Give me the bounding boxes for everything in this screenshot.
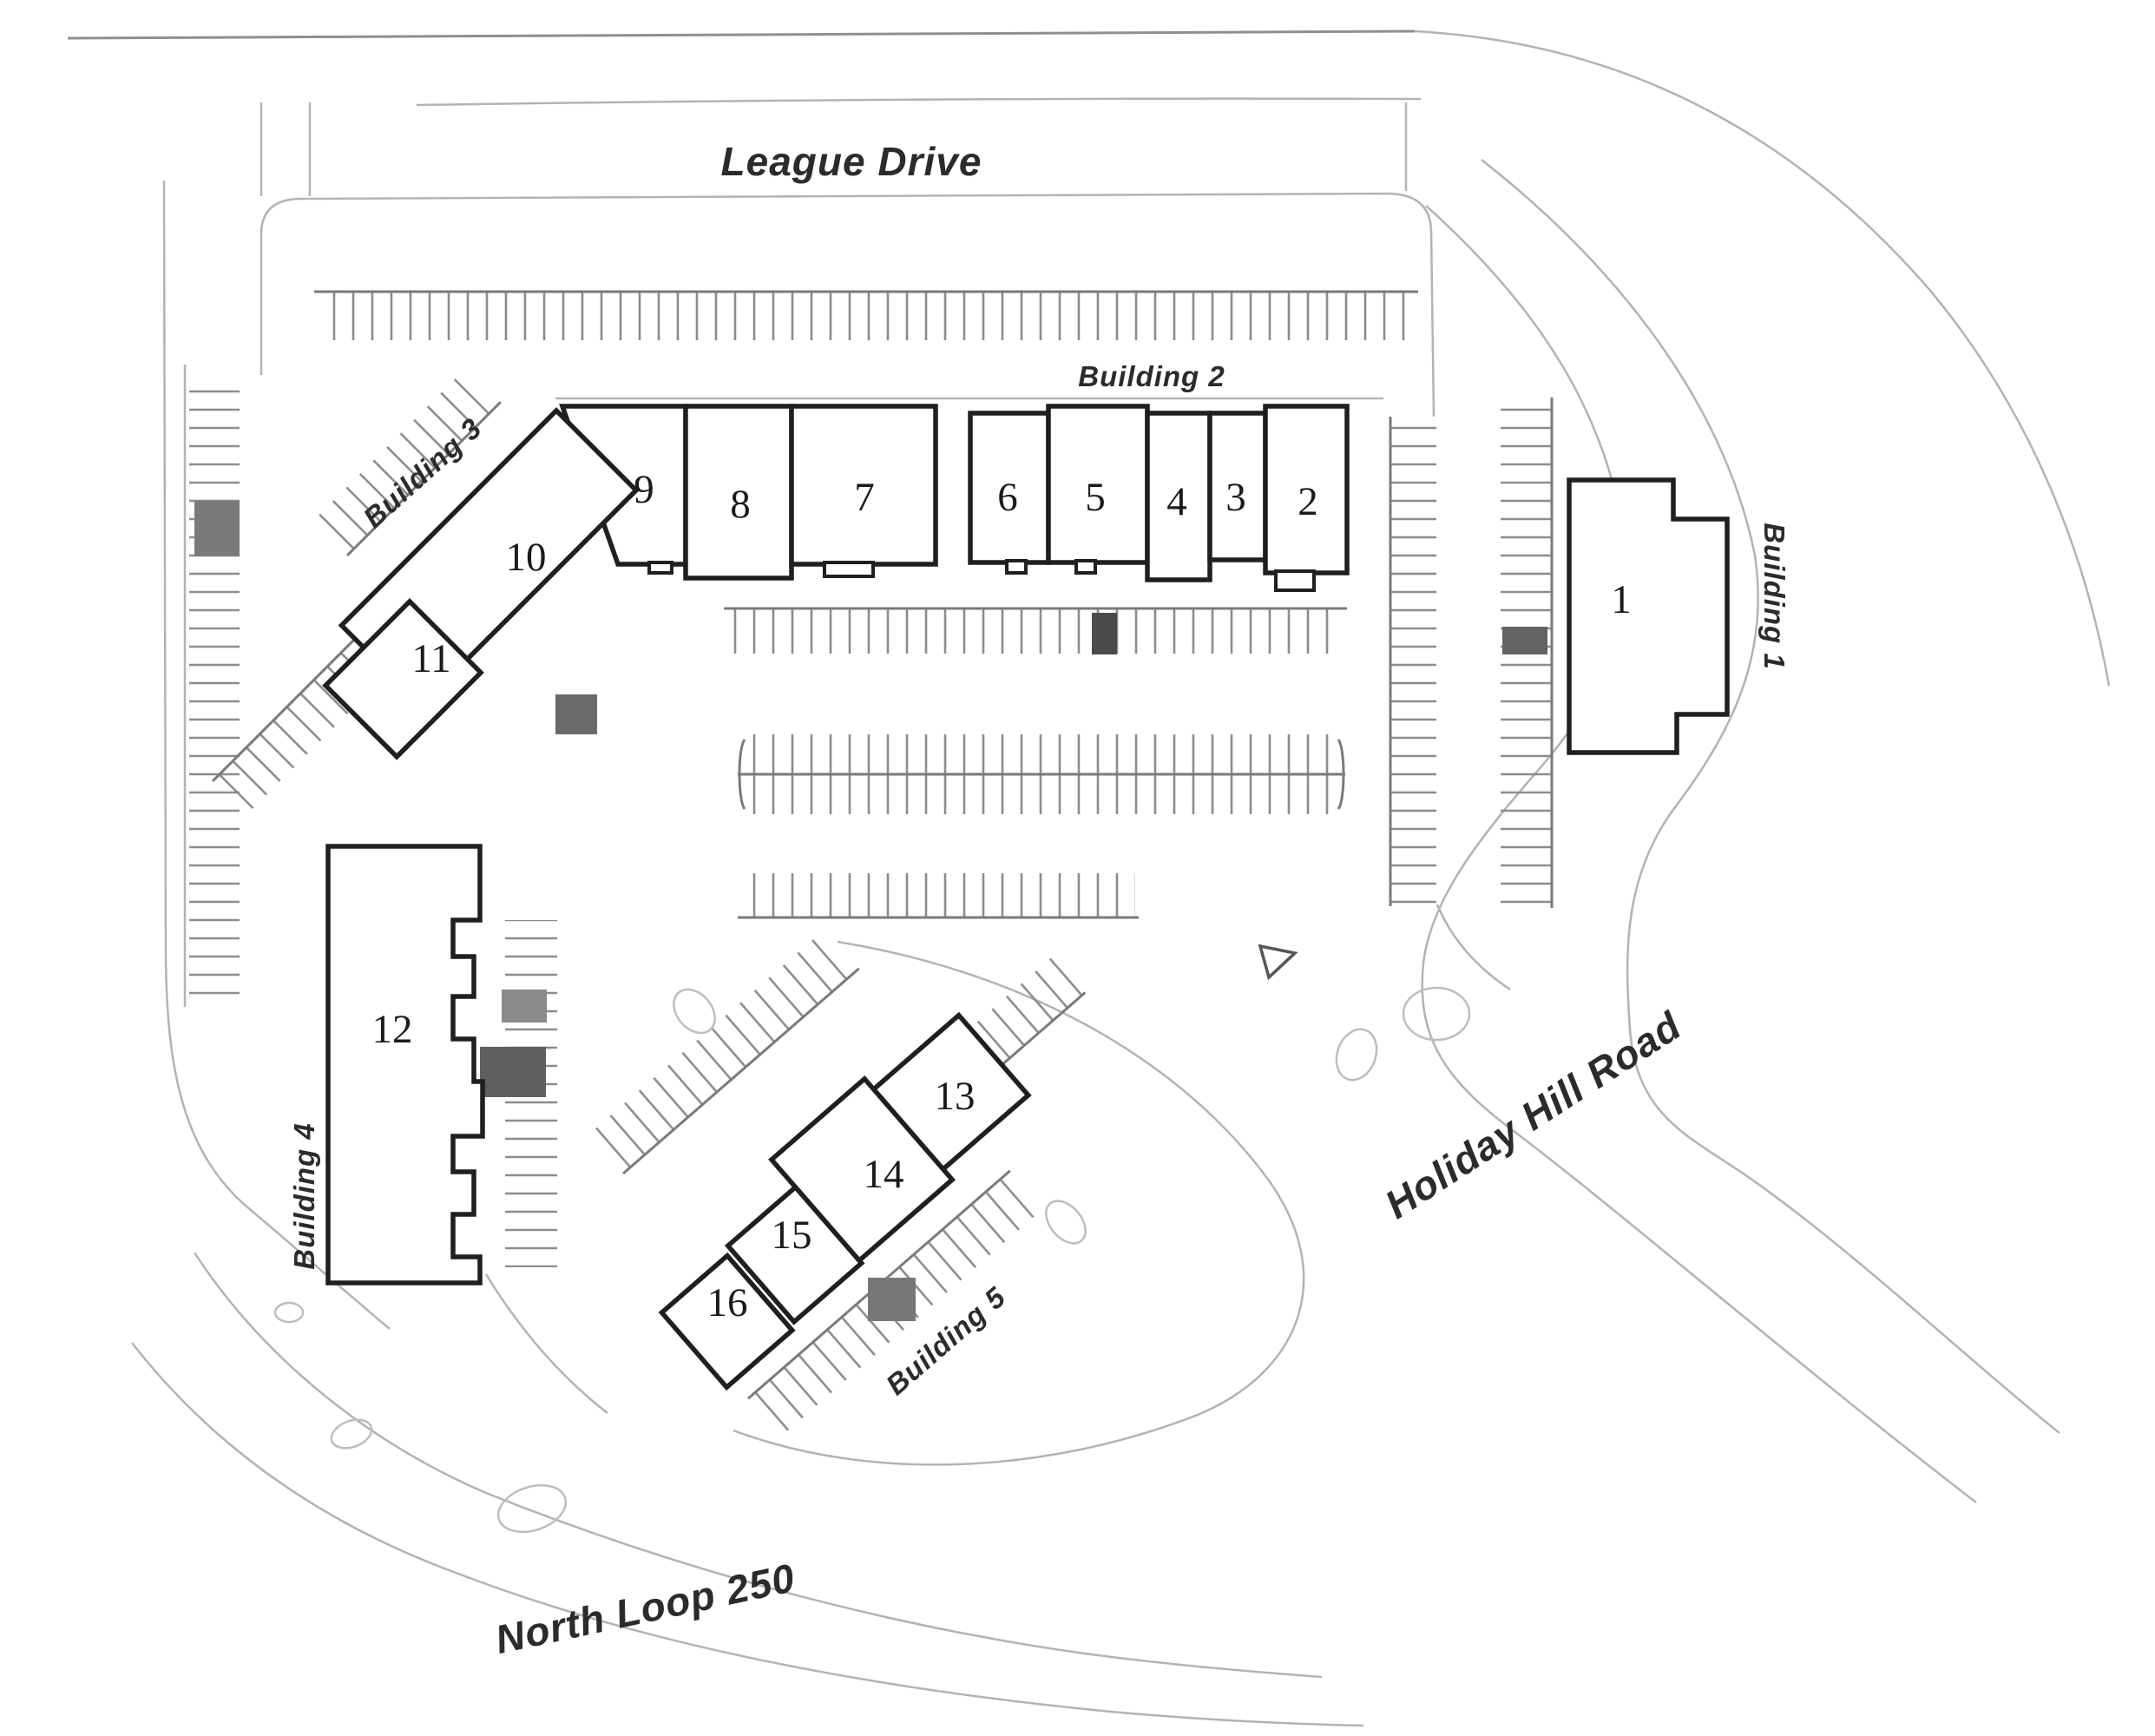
unit-9-label: 9 <box>634 467 654 512</box>
unit-16-label: 16 <box>707 1280 748 1325</box>
building-3-unit-11-outline <box>322 598 484 760</box>
shaded-pads <box>194 501 1547 1321</box>
dumpster-pad-building3 <box>555 694 597 734</box>
southeast-landscape-curve <box>733 940 1305 1466</box>
unit-1-label: 1 <box>1611 577 1632 622</box>
unit-8-label: 8 <box>730 482 751 527</box>
street-holiday-hill-road-label: Holiday Hill Road <box>1376 1003 1689 1227</box>
building-2-unit-2-outline <box>1263 404 1350 575</box>
pad-east-of-building4-large <box>480 1047 546 1097</box>
buildings <box>322 404 1730 1391</box>
unit-11-label: 11 <box>411 636 450 681</box>
parking-angled-nw-of-building3 <box>312 367 502 557</box>
southwest-drive-curve <box>484 1273 608 1414</box>
holiday-hill-inner-edge <box>1421 205 1977 1503</box>
unit-2-label: 2 <box>1298 479 1318 524</box>
building-5-unit-16-outline <box>658 1252 796 1391</box>
parking-row-central-east-cap <box>1337 739 1345 810</box>
island-east-drive <box>1335 1028 1378 1082</box>
dumpster-pad-west-column <box>194 501 240 556</box>
parking-row-north <box>325 292 1410 340</box>
street-league-drive-label: League Drive <box>721 139 982 184</box>
unit-3-label: 3 <box>1225 475 1246 520</box>
building-3-group <box>322 407 640 760</box>
dumpster-pad-east-column <box>1502 627 1547 654</box>
parking-row-central-upper <box>743 734 1340 774</box>
building-4-outline <box>325 844 485 1286</box>
building-2-west-notch-1 <box>647 561 673 575</box>
parking-angled-nw-of-building3-baseline <box>345 401 502 557</box>
parking-row-lower-central <box>743 873 1135 917</box>
unit-5-label: 5 <box>1085 475 1106 520</box>
west-property-edge <box>162 180 391 1330</box>
building-2-unit-2-tab <box>1274 569 1316 592</box>
building-4-label: Building 4 <box>288 1122 320 1270</box>
pond-island-2 <box>330 1418 373 1450</box>
building-2-east-notch-2 <box>1074 559 1097 575</box>
unit-4-label: 4 <box>1166 479 1187 524</box>
parking-angled-nw-of-building5-baseline <box>622 967 860 1175</box>
unit-13-label: 13 <box>935 1074 976 1119</box>
parking-angled-nw-of-building5-ticks <box>588 929 859 1174</box>
parking-row-central-west-cap <box>738 739 746 810</box>
building-5-unit-15-outline <box>724 1183 865 1325</box>
unit-12-label: 12 <box>372 1007 413 1052</box>
unit-15-label: 15 <box>772 1213 812 1258</box>
pond-island-3 <box>273 1301 305 1324</box>
league-drive-south-edge <box>416 97 1422 107</box>
building-2-east-notch-1 <box>1005 559 1028 575</box>
parking-angled-sw-of-building3-baseline <box>211 639 355 783</box>
league-drive-north-edge <box>67 30 1416 40</box>
unit-labels: 1 2 3 4 5 6 7 8 9 10 11 12 13 14 15 16 <box>372 467 1632 1325</box>
island-se-of-building5 <box>1045 1200 1087 1245</box>
east-drive-connector <box>1436 904 1511 991</box>
parking-angled-nw-of-building3-ticks <box>312 367 501 556</box>
parking-angled-nw-of-building5 <box>588 929 860 1175</box>
unit-6-label: 6 <box>997 475 1018 520</box>
north-loop-lower-edge <box>131 1342 1364 1727</box>
north-loop-upper-edge <box>193 1252 1323 1679</box>
parking-column-east-a <box>1391 424 1436 904</box>
pad-east-of-building4-small <box>502 990 547 1023</box>
dumpster-pad-building5 <box>868 1278 916 1321</box>
island-nw-of-building5 <box>673 988 716 1035</box>
building-2-unit-3-outline <box>1207 411 1268 562</box>
holiday-hill-outer-edge <box>1481 159 2060 1434</box>
road-lines <box>67 30 2111 1727</box>
building-1-label: Building 1 <box>1758 523 1790 670</box>
parking-row-central-lower <box>743 774 1340 814</box>
building-1-outline <box>1567 477 1730 755</box>
pond-island-1 <box>496 1483 568 1534</box>
building-2-unit-4-outline <box>1145 411 1212 582</box>
parking-column-west <box>189 376 240 999</box>
building-2-label: Building 2 <box>1078 360 1225 392</box>
parking-row-south-of-building2 <box>729 609 1342 654</box>
north-lot-curb <box>260 192 1436 418</box>
unit-14-label: 14 <box>864 1152 904 1197</box>
culdesac-island <box>1402 986 1471 1042</box>
building-2-west-notch-2 <box>823 561 875 578</box>
top-right-outer-curve <box>1414 30 2111 687</box>
building-2-unit-5-outline <box>1046 404 1150 565</box>
unit-7-label: 7 <box>854 475 875 520</box>
street-north-loop-250-label: North Loop 250 <box>491 1555 798 1662</box>
landscape-islands <box>273 944 1471 1534</box>
triangle-island <box>1258 944 1298 981</box>
dumpster-pad-central <box>1092 613 1117 654</box>
building-5-group <box>658 1011 1032 1391</box>
unit-10-label: 10 <box>506 535 547 580</box>
